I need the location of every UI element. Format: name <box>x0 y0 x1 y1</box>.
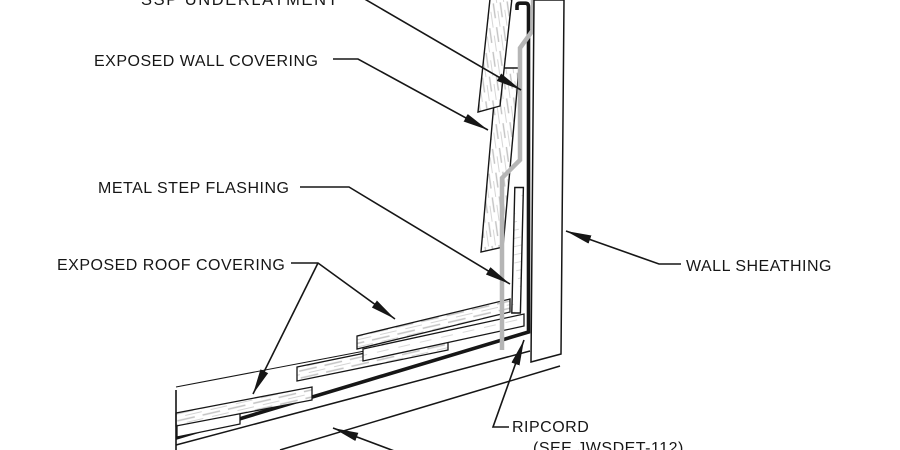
roof-underlay-line <box>175 349 371 388</box>
label-underlayment: SSP UNDERLAYMENT <box>141 0 339 9</box>
roof-deck-top-line <box>175 350 531 446</box>
leader-metal-step-flashing <box>300 186 511 285</box>
roof-underlayment-membrane-line <box>175 1 531 440</box>
roof-deck-bottom-line <box>279 365 561 450</box>
leader-lines <box>252 0 681 450</box>
leader-roof-sheathing <box>332 427 394 450</box>
label-metal-step-flashing: METAL STEP FLASHING <box>98 180 289 197</box>
label-wall-sheathing: WALL SHEATHING <box>686 258 832 275</box>
leader-exposed-wall-covering <box>333 58 489 131</box>
leader-ripcord <box>491 339 525 428</box>
label-exposed-wall-covering: EXPOSED WALL COVERING <box>94 53 318 70</box>
step-flashing-roof-leg <box>362 313 525 362</box>
leader-exposed-roof-covering-a <box>291 262 396 320</box>
leader-underlayment <box>364 0 522 91</box>
label-ripcord-note: (SEE JWSDET-112) <box>533 440 684 450</box>
roof-covering-course-lower <box>175 386 313 427</box>
roof-covering-course-upper <box>356 298 511 350</box>
wall-underlayment-line <box>499 0 536 350</box>
label-ripcord: RIPCORD <box>512 419 589 436</box>
step-flashing-vertical-leg <box>511 186 525 314</box>
label-exposed-roof-covering: EXPOSED ROOF COVERING <box>57 257 285 274</box>
leader-wall-sheathing <box>565 230 681 265</box>
leader-exposed-roof-covering-b <box>252 262 319 395</box>
wall-sheathing-board <box>530 0 565 363</box>
